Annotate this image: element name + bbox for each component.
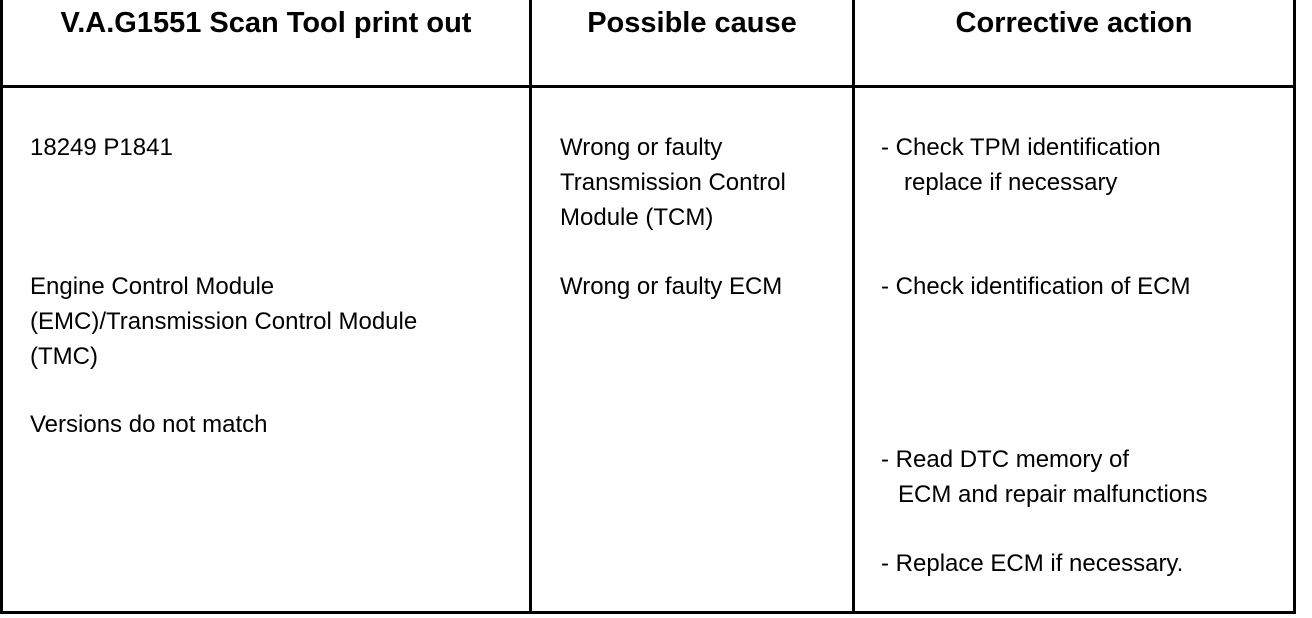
cause-line: Transmission Control bbox=[560, 169, 786, 196]
header-action: Corrective action bbox=[955, 7, 1193, 39]
cause-line: Wrong or faulty bbox=[560, 134, 723, 161]
action-read-dtc: - Read DTC memory of ECM and repair malf… bbox=[881, 442, 1207, 512]
column-divider-2 bbox=[852, 0, 855, 614]
module-line: (EMC)/Transmission Control Module bbox=[30, 308, 418, 335]
action-line: replace if necessary bbox=[904, 169, 1118, 196]
cause-ecm: Wrong or faulty ECM bbox=[560, 273, 783, 300]
cause-tcm: Wrong or faulty Transmission Control Mod… bbox=[560, 130, 786, 235]
module-line: (TMC) bbox=[30, 343, 98, 370]
action-check-ecm: - Check identification of ECM bbox=[881, 273, 1191, 300]
fault-code: 18249 P1841 bbox=[30, 134, 173, 161]
module-description: Engine Control Module (EMC)/Transmission… bbox=[30, 269, 417, 374]
versions-mismatch: Versions do not match bbox=[30, 411, 268, 438]
action-replace-ecm: - Replace ECM if necessary. bbox=[881, 550, 1184, 577]
header-cause: Possible cause bbox=[587, 7, 797, 39]
action-line: - Check TPM identification bbox=[881, 134, 1161, 161]
action-line: - Read DTC memory of bbox=[881, 446, 1130, 473]
column-divider-1 bbox=[529, 0, 532, 614]
action-check-tpm: - Check TPM identification replace if ne… bbox=[881, 130, 1161, 200]
cause-line: Module (TCM) bbox=[560, 204, 714, 231]
action-line: ECM and repair malfunctions bbox=[898, 481, 1208, 508]
module-line: Engine Control Module bbox=[30, 273, 275, 300]
header-printout: V.A.G1551 Scan Tool print out bbox=[60, 7, 472, 39]
header-divider bbox=[0, 85, 1296, 88]
